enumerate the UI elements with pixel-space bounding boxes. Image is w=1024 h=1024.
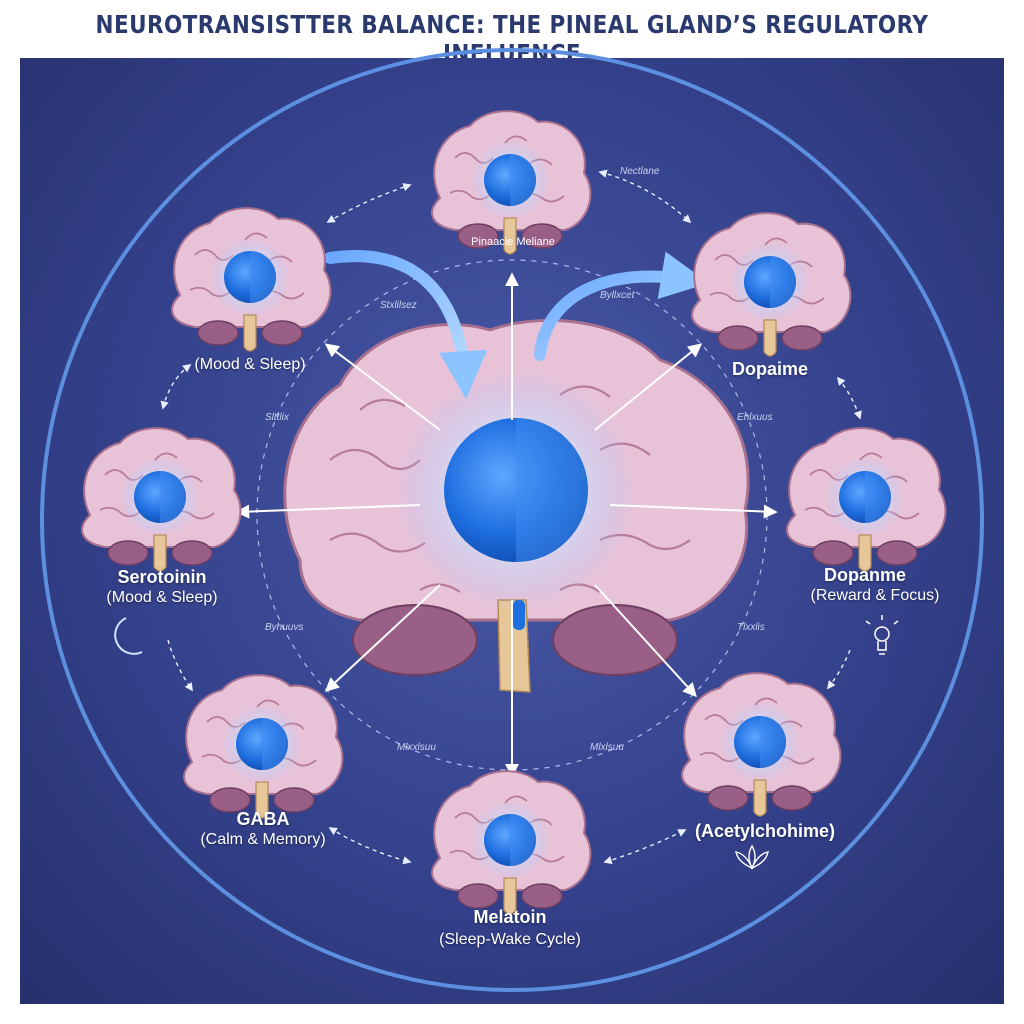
orbit-label: Tlxxlis bbox=[737, 622, 765, 633]
brain-node-gaba bbox=[183, 674, 344, 819]
dopamine-top-right-name: Dopaime bbox=[731, 359, 809, 379]
top-left-node-subtitle: (Mood & Sleep) bbox=[194, 356, 306, 373]
brain-node-top-left bbox=[171, 207, 332, 352]
brain-node-top-right bbox=[691, 212, 852, 357]
brain-node-acetylcholine bbox=[681, 672, 842, 817]
outer-ring bbox=[40, 48, 984, 992]
crescent-moon-icon bbox=[735, 178, 753, 202]
orbit-label: Enlxuus bbox=[737, 412, 773, 423]
melatonin-subtitle: (Sleep-Wake Cycle) bbox=[439, 931, 581, 948]
dopamine-name: Dopanme bbox=[823, 565, 906, 585]
orbit-label: Slttlix bbox=[265, 412, 289, 423]
central-brain bbox=[283, 318, 750, 693]
flow-curves bbox=[324, 250, 709, 400]
brain-node-serotonin bbox=[81, 427, 242, 572]
orbit-label: Byllxcet bbox=[600, 290, 635, 301]
spoke-arrows bbox=[235, 272, 778, 778]
gaba-name: GABA bbox=[236, 809, 290, 829]
serotonin-name: Serotoinin bbox=[117, 567, 207, 587]
melatonin-name: Melatoin bbox=[473, 907, 547, 927]
top-small-label: Nectlane bbox=[620, 166, 660, 177]
lightbulb-icon bbox=[865, 615, 899, 655]
lotus-icon bbox=[735, 844, 769, 870]
serotonin-subtitle: (Mood & Sleep) bbox=[106, 589, 218, 606]
orbit-label: Byhuuvs bbox=[265, 622, 304, 633]
top-node-label: Pinaacie Meliane bbox=[471, 236, 555, 248]
acetylcholine-name: (Acetylchohime) bbox=[694, 821, 836, 841]
brain-node-dopamine bbox=[786, 427, 947, 572]
orbit-label: Mlxxlsuu bbox=[397, 742, 436, 753]
orbit-label: Stxlilsez bbox=[380, 300, 417, 311]
orbit-label: Mlxlsuu bbox=[590, 742, 624, 753]
dopamine-subtitle: (Reward & Focus) bbox=[810, 587, 940, 604]
crescent-moon-icon bbox=[114, 617, 143, 655]
brain-node-top bbox=[431, 110, 592, 255]
brain-node-melatonin bbox=[431, 770, 592, 915]
crescent-moon-icon bbox=[289, 176, 306, 198]
cycle-arrows bbox=[160, 169, 862, 865]
gaba-subtitle: (Calm & Memory) bbox=[200, 831, 326, 848]
